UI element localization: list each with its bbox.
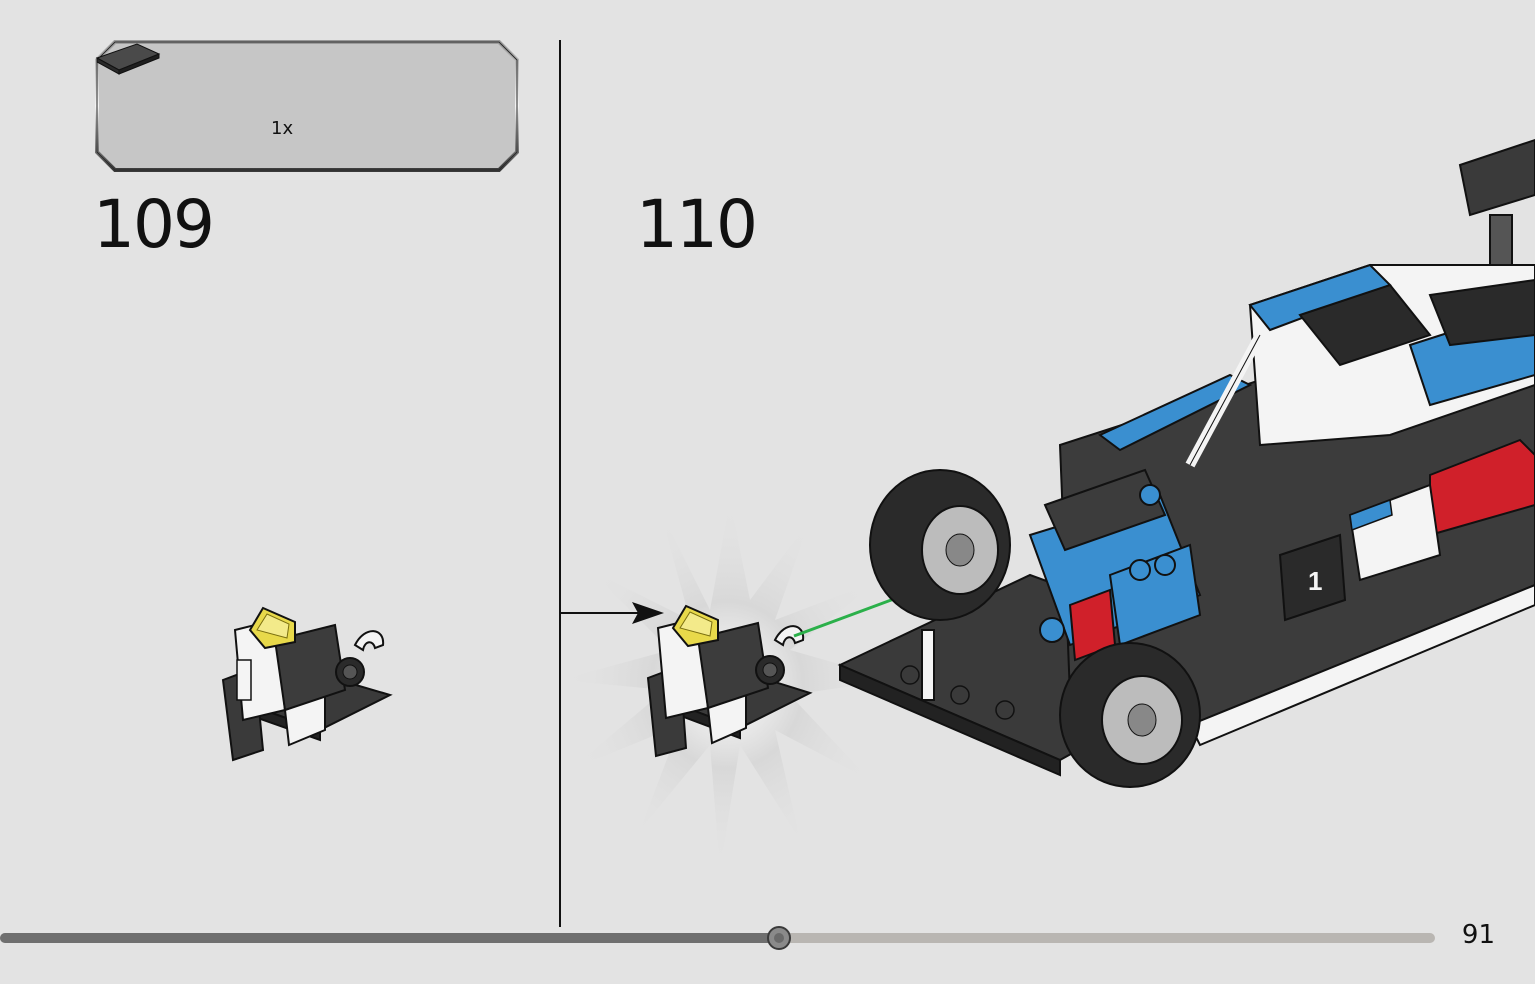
car-number-label: 1 — [1308, 566, 1322, 596]
race-car-model: 1 — [837, 138, 1535, 788]
progress-knob[interactable] — [767, 926, 792, 950]
instruction-progress-bar — [0, 933, 1435, 943]
step-divider — [559, 40, 561, 927]
step-number-109: 109 — [93, 186, 215, 263]
page-number: 91 — [1461, 920, 1495, 950]
progress-fill — [0, 933, 780, 943]
dark-gray-tile-icon — [95, 43, 161, 75]
step-number-110: 110 — [636, 186, 758, 263]
subassembly-callout — [646, 604, 813, 758]
parts-list-box: 1x — [95, 40, 519, 172]
insert-arrow — [560, 602, 664, 624]
subassembly-illustration — [221, 606, 393, 762]
parts-box-frame — [95, 40, 519, 172]
part-quantity: 1x — [271, 118, 294, 139]
